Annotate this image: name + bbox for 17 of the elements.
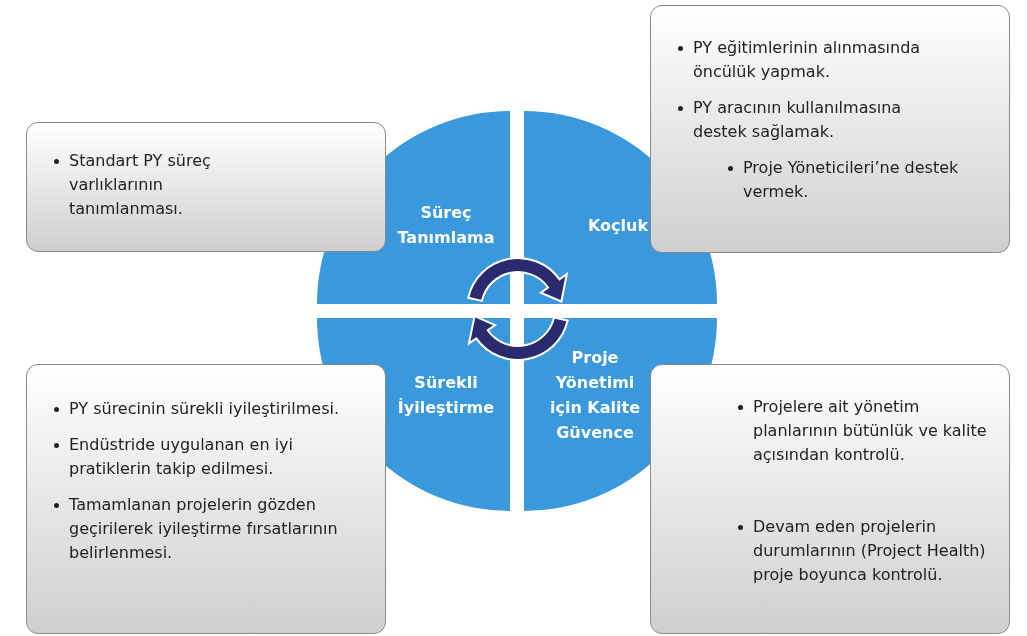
info-card bbox=[650, 5, 1010, 253]
quadrant-title: Koçluk bbox=[586, 215, 650, 237]
bullet-point-text: PY aracının kullanılmasına destek sağlamak. bbox=[693, 98, 902, 141]
bullet-point-text: Standart PY süreç varlıklarının tanımlanması. bbox=[69, 151, 211, 218]
bullet-point-text: Devam eden projelerin durumlarının (Project Health) proje boyunca kontrolü. bbox=[753, 517, 986, 584]
bullet-point-text: PY eğitimlerinin alınmasında öncülük yapmak. bbox=[693, 38, 921, 81]
bullet-point-text: Tamamlanan projelerin gözden geçirilerek iyileştirme fırsatlarının belirlenmesi. bbox=[69, 495, 338, 562]
info-card bbox=[26, 122, 386, 252]
quadrant-title: Süreç Tanımlama bbox=[396, 202, 496, 249]
info-card bbox=[650, 364, 1010, 634]
bullet-point-text: Projelere ait yönetim planlarının bütünlük ve kalite açısından kontrolü. bbox=[753, 397, 987, 464]
info-card bbox=[26, 364, 386, 634]
bullet-point-text: PY sürecinin sürekli iyileştirilmesi. bbox=[69, 399, 339, 418]
bullet-point-text: Proje Yöneticileri’ne destek vermek. bbox=[743, 158, 959, 201]
quadrant-title: Proje Yönetimi için Kalite Güvence bbox=[548, 347, 642, 444]
bullet-point-text: Endüstride uygulanan en iyi pratiklerin takip edilmesi. bbox=[69, 435, 294, 478]
quadrant-title: Sürekli İyileştirme bbox=[396, 372, 496, 419]
